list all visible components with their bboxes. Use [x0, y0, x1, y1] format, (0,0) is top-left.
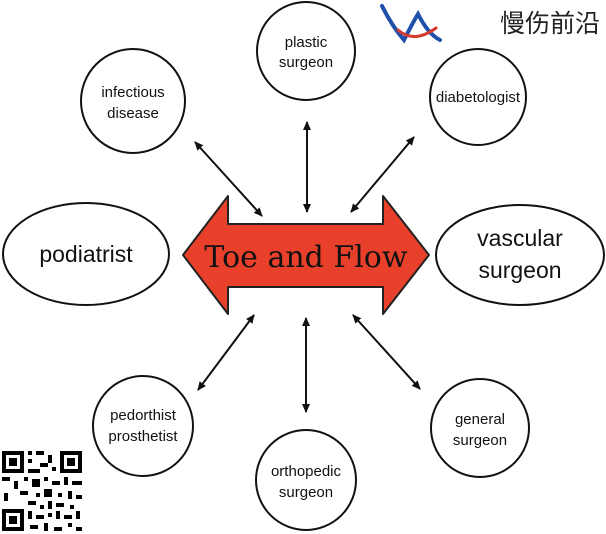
node-vascular-surgeon: vascular surgeon	[435, 204, 605, 306]
node-infectious-disease: infectious disease	[80, 48, 186, 154]
arrow-diabetologist	[350, 136, 415, 213]
logo-icon	[380, 4, 442, 44]
node-label-line: diabetologist	[436, 89, 521, 106]
node-label-line: pedorthist	[110, 407, 177, 424]
watermark-text: 慢伤前沿	[499, 9, 600, 38]
node-podiatrist: podiatrist	[2, 202, 170, 306]
node-label-line: podiatrist	[39, 241, 133, 267]
node-label-line: vascular	[477, 225, 563, 251]
arrow-infectious-disease	[194, 141, 263, 217]
node-diabetologist: diabetologist	[429, 48, 527, 146]
node-label-line: prosthetist	[108, 428, 178, 445]
node-label-line: surgeon	[478, 257, 561, 283]
qr-code-icon	[0, 449, 84, 533]
arrow-general-surgeon	[352, 314, 421, 390]
node-label-line: general	[455, 411, 505, 428]
node-pedorthist-prosthetist: pedorthist prosthetist	[92, 375, 194, 477]
node-label-line: orthopedic	[271, 463, 342, 480]
node-label-line: infectious	[101, 84, 164, 101]
node-label-line: surgeon	[279, 54, 333, 71]
center-label: Toe and Flow	[204, 240, 407, 275]
arrow-pedorthist	[197, 314, 255, 391]
node-label-line: surgeon	[453, 432, 507, 449]
node-label-line: surgeon	[279, 484, 333, 501]
center-double-arrow	[182, 195, 430, 315]
node-label-line: disease	[107, 105, 159, 122]
node-label-line: plastic	[285, 34, 328, 51]
node-plastic-surgeon: plastic surgeon	[256, 1, 356, 101]
node-orthopedic-surgeon: orthopedic surgeon	[255, 429, 357, 531]
node-general-surgeon: general surgeon	[430, 378, 530, 478]
